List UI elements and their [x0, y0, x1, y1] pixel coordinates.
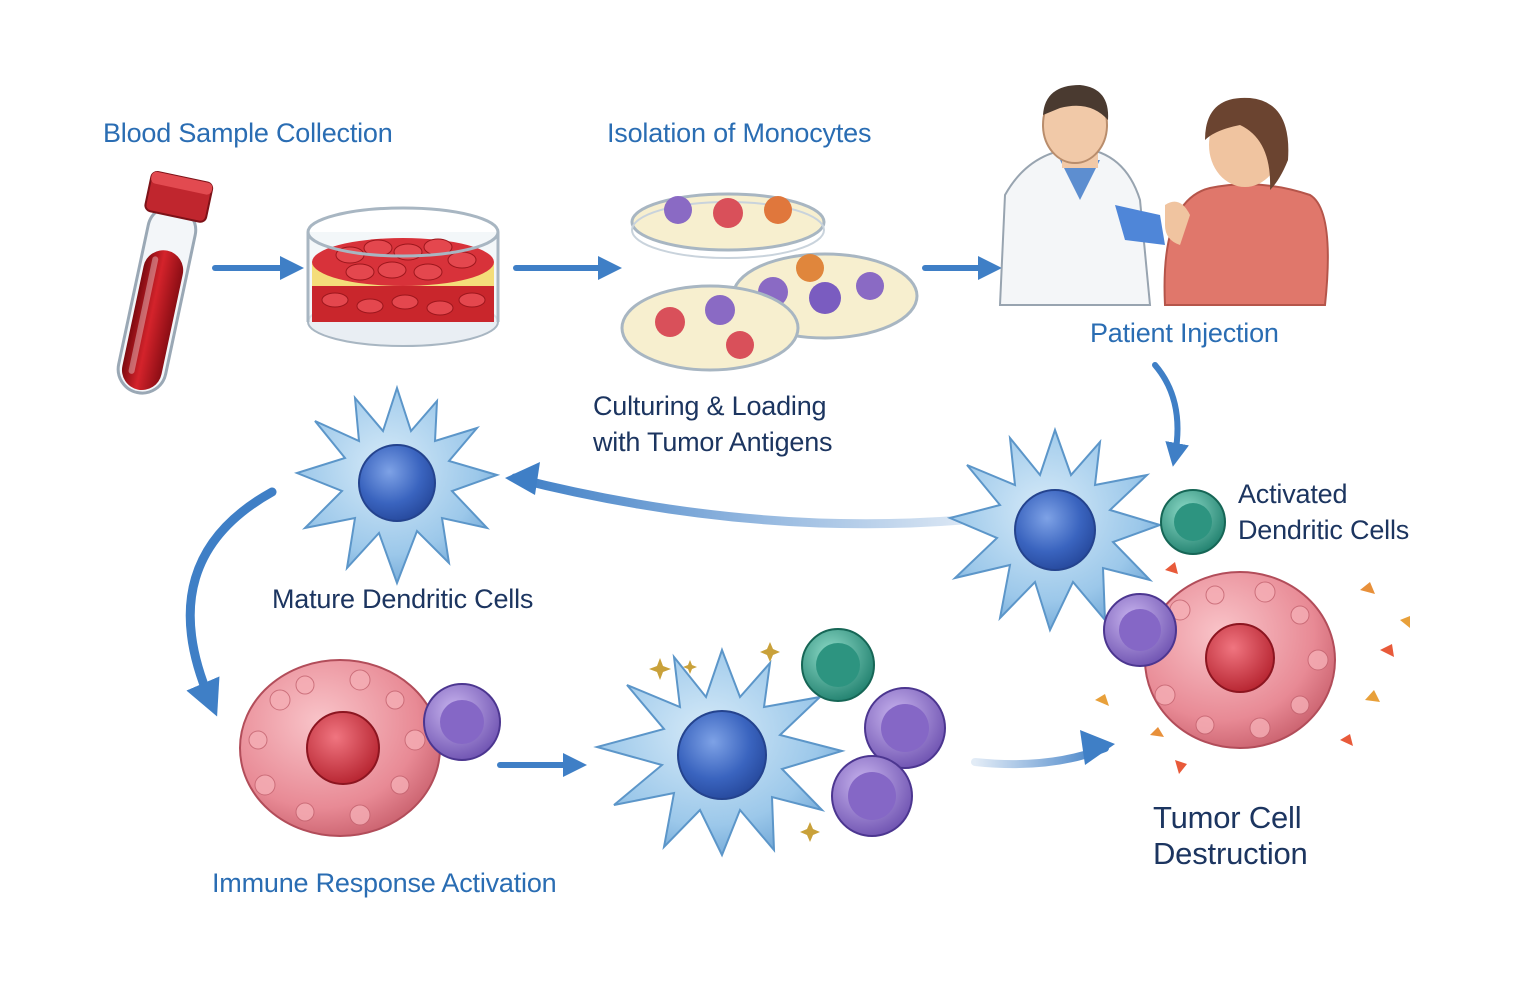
label-activated-line2: Dendritic Cells — [1238, 515, 1410, 545]
t-cell-icon — [423, 489, 1226, 837]
petri-dish-top — [630, 192, 826, 259]
arrow-activated-to-mature — [510, 473, 990, 529]
dendritic-cell-mature — [294, 384, 501, 586]
t-cell-activated-purple — [1103, 593, 1177, 667]
cell-fragments — [1095, 562, 1410, 774]
tumor-cell-immune — [239, 659, 441, 837]
petri-dish-left — [620, 284, 800, 372]
culture-dishes — [620, 192, 919, 372]
label-patient-injection: Patient Injection — [1090, 318, 1279, 348]
label-activated-line1: Activated — [1238, 479, 1348, 509]
label-immune-response-activation: Immune Response Activation — [212, 868, 557, 898]
arrowhead-mature — [505, 462, 540, 495]
arrow-injection-to-activated — [1152, 362, 1189, 467]
dendritic-cell-activated — [946, 426, 1164, 633]
blood-tube-icon — [116, 170, 214, 395]
dendritic-cell-immune — [593, 647, 846, 858]
label-culturing-loading: Culturing & Loading with Tumor Antigens — [593, 388, 833, 460]
label-culturing-line1: Culturing & Loading — [593, 391, 827, 421]
sparkles — [649, 642, 820, 842]
label-activated-dendritic-cells: Activated Dendritic Cells — [1238, 476, 1409, 548]
label-isolation-of-monocytes: Isolation of Monocytes — [607, 118, 872, 148]
t-cell-teal-1 — [801, 628, 875, 702]
arrowhead-destruction — [1080, 730, 1115, 765]
label-culturing-line2: with Tumor Antigens — [593, 427, 833, 457]
doctor-patient-illustration — [998, 85, 1329, 306]
arrow-mature-to-immune — [185, 487, 277, 717]
label-tumor-line2: Destruction — [1153, 836, 1308, 871]
t-cell-purple-3 — [831, 755, 913, 837]
label-blood-sample-collection: Blood Sample Collection — [103, 118, 393, 148]
label-tumor-cell-destruction: Tumor Cell Destruction — [1153, 800, 1308, 872]
t-cell-immune-purple — [423, 683, 501, 761]
t-cell-activated-teal — [1160, 489, 1226, 555]
tumor-cell-destruction — [1144, 571, 1336, 749]
label-tumor-line1: Tumor Cell — [1153, 800, 1302, 835]
petri-dish-icon — [306, 206, 500, 347]
t-cell-purple-2 — [864, 687, 946, 769]
label-mature-dendritic-cells: Mature Dendritic Cells — [272, 584, 534, 614]
